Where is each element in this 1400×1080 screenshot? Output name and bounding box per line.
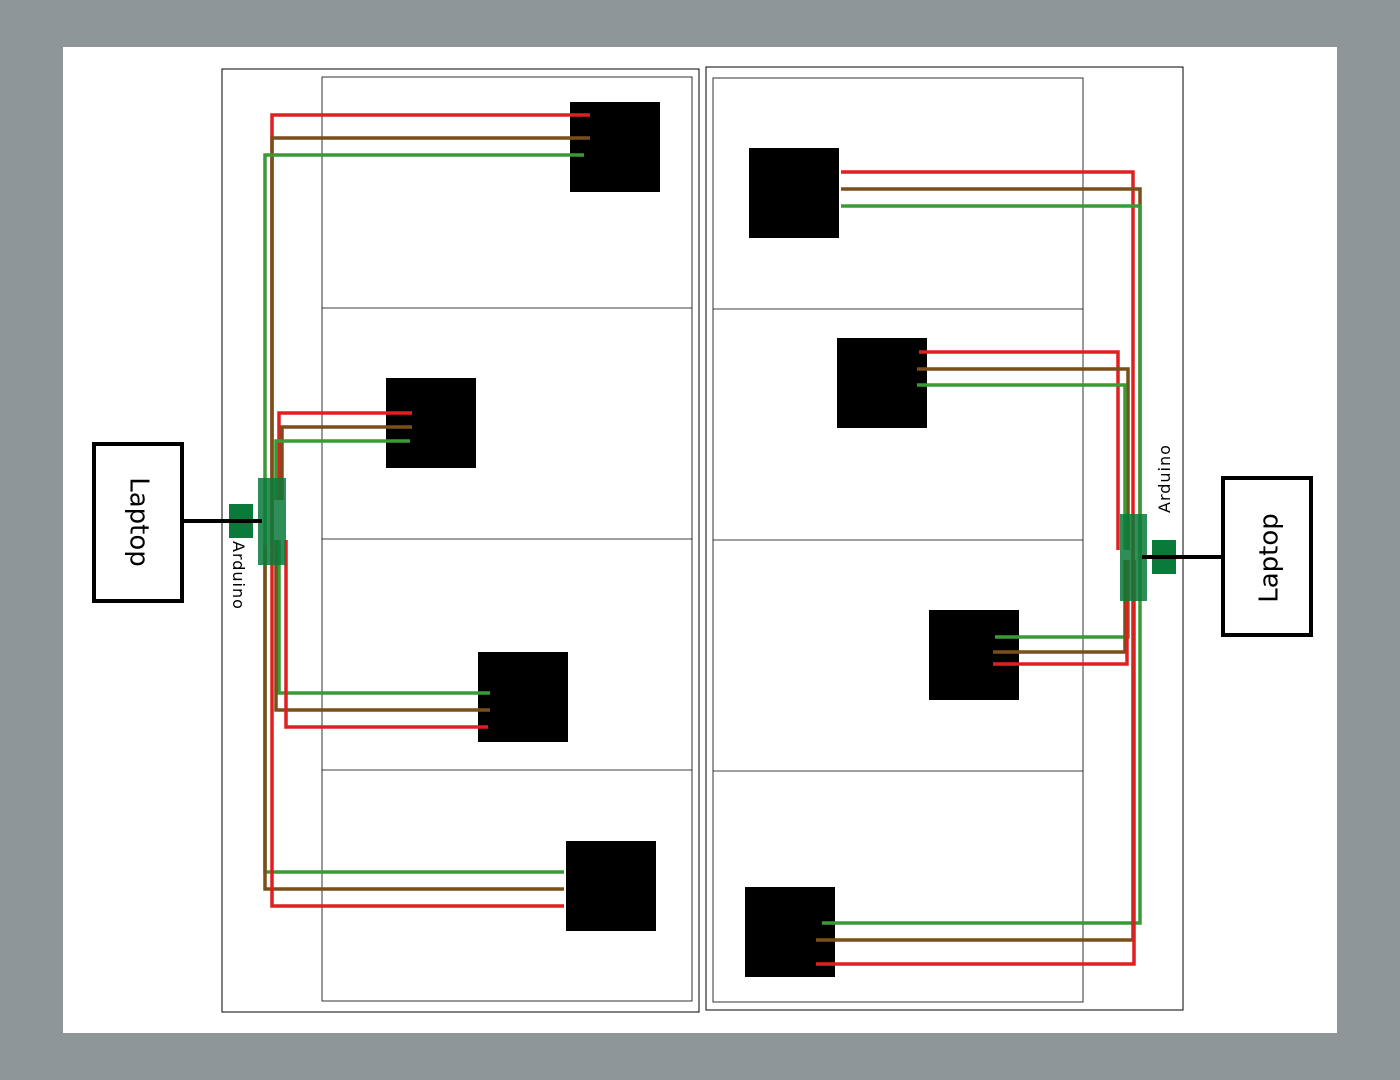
left-wire-red-2 <box>277 411 412 500</box>
right-wire-green-4 <box>822 560 1142 925</box>
right-wire-red-4 <box>816 560 1136 966</box>
left-laptop <box>92 442 184 603</box>
right-sensor-3 <box>929 610 1019 700</box>
left-sensor-3 <box>478 652 568 742</box>
right-wire-brown-2 <box>917 367 1130 550</box>
left-wire-brown-1 <box>270 136 590 545</box>
right-laptop <box>1221 476 1313 637</box>
left-wire-brown-4 <box>263 545 564 891</box>
left-sensor-4 <box>566 841 656 931</box>
right-wire-red-1 <box>841 170 1135 560</box>
right-enclosure <box>705 66 1184 1011</box>
left-sensor-1 <box>570 102 660 192</box>
right-laptop-label: Laptop <box>1255 513 1285 603</box>
right-sensor-4 <box>745 887 835 977</box>
right-board: Arduino Laptop <box>705 66 1313 1011</box>
left-sensor-2 <box>386 378 476 468</box>
right-wire-red-2 <box>919 350 1120 550</box>
left-wire-green-1 <box>263 153 584 545</box>
left-wire-brown-3 <box>274 540 490 712</box>
right-sensor-1 <box>749 148 839 238</box>
left-laptop-label: Laptop <box>124 477 154 567</box>
right-sensor-2 <box>837 338 927 428</box>
left-enclosure <box>221 68 700 1013</box>
right-arduino-label: Arduino <box>1155 444 1174 513</box>
left-wire-brown-2 <box>280 425 412 500</box>
left-wire-green-3 <box>277 540 490 695</box>
right-wire-green-1 <box>841 204 1142 560</box>
left-wire-red-3 <box>284 540 488 729</box>
left-arduino-board <box>258 478 286 565</box>
left-board: Arduino Laptop <box>92 68 700 1013</box>
right-wire-green-2 <box>917 383 1127 550</box>
left-wire-red-4 <box>270 545 564 908</box>
left-arduino-label: Arduino <box>229 541 248 610</box>
